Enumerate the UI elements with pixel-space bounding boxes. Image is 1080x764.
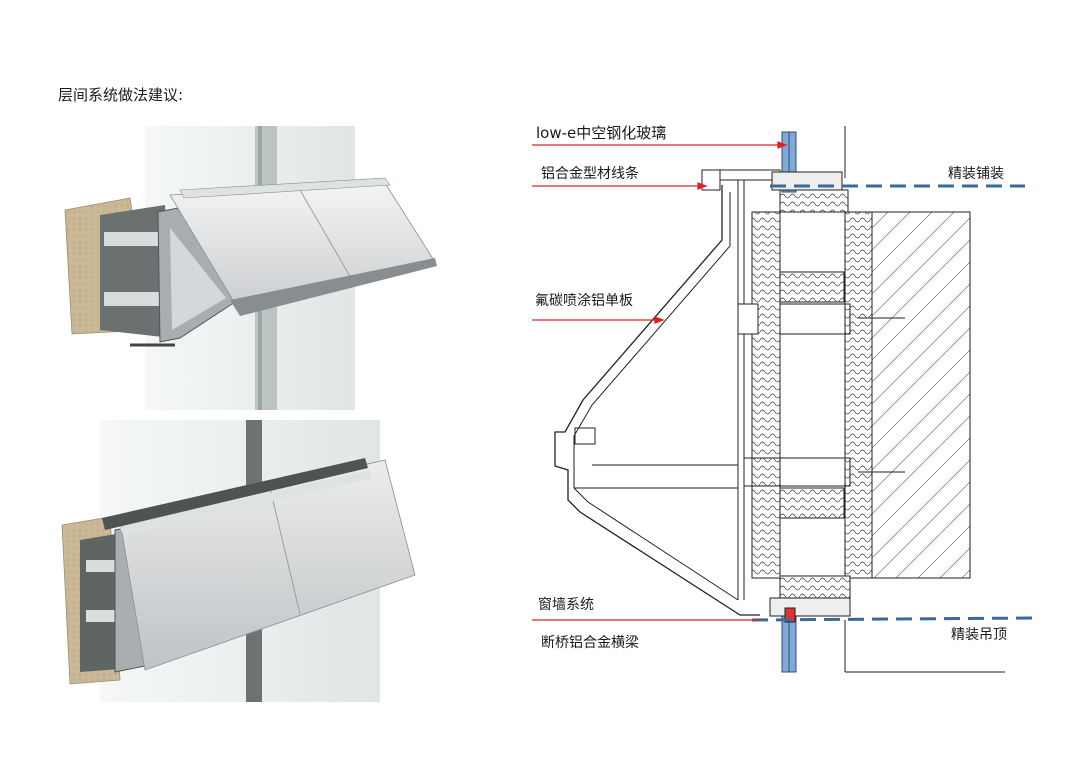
page-title: 层间系统做法建议: bbox=[58, 86, 184, 104]
label-ceiling-finish: 精装吊顶 bbox=[951, 627, 1007, 643]
label-curtain-wall: 窗墙系统 bbox=[538, 597, 594, 613]
mullion bbox=[255, 126, 277, 410]
leader-lines bbox=[532, 141, 788, 621]
insulation-top bbox=[751, 271, 845, 303]
concrete-slab-2 bbox=[61, 516, 121, 685]
glass-pane-bottom bbox=[781, 615, 797, 673]
section-drawing bbox=[554, 126, 1005, 673]
label-profile-strip: 铝合金型材线条 bbox=[541, 166, 639, 182]
ceiling-finish-line bbox=[751, 616, 1036, 622]
insulation-bottom bbox=[751, 487, 845, 519]
render-top-group bbox=[64, 126, 437, 410]
concrete-slab bbox=[64, 197, 151, 335]
aluminium-panel-2 bbox=[119, 459, 416, 671]
fluorocarbon-panel-outline bbox=[554, 185, 760, 616]
glass-pane-top bbox=[781, 131, 797, 193]
glass-backdrop bbox=[145, 126, 355, 410]
label-floor-finish: 精装铺装 bbox=[948, 166, 1004, 182]
aluminium-panel bbox=[169, 182, 436, 313]
label-glass: low-e中空钢化玻璃 bbox=[536, 124, 667, 142]
glass-backdrop-2 bbox=[100, 420, 380, 702]
label-fluorocarbon-panel: 氟碳喷涂铝单板 bbox=[535, 293, 633, 309]
label-crossbeam: 断桥铝合金横梁 bbox=[541, 635, 639, 651]
render-bottom-group bbox=[61, 420, 416, 702]
slab-hatch bbox=[871, 211, 971, 579]
